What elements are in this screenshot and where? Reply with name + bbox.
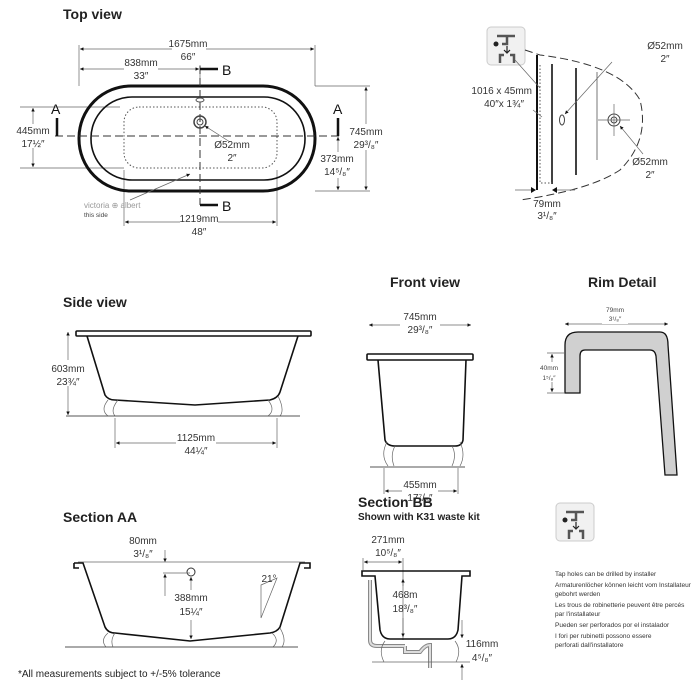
feet-span-in: 44¼″ <box>184 445 207 457</box>
tap-hole-note: Tap holes can be drilled by installer Ar… <box>554 501 692 649</box>
basin-depth-mm: 468m <box>392 590 417 601</box>
top-view-title: Top view <box>63 6 122 22</box>
rim-width-in: 3¹/₈″ <box>609 316 622 323</box>
basin-depth-in: 18³/₈″ <box>393 604 418 615</box>
overflow-diameter-in: 2″ <box>660 54 670 65</box>
inner-length-in: 48″ <box>192 227 207 238</box>
height-in: 23¾″ <box>56 377 79 388</box>
rim-offset-mm: 80mm <box>129 536 157 547</box>
side-view: Side view 603mm 23¾″ 1125mm 44¼″ <box>45 294 312 457</box>
waste-outlet <box>193 115 207 129</box>
tub-outer-rim <box>77 84 317 193</box>
floor-clearance-mm: 116mm <box>466 639 499 650</box>
note-line: Pueden ser perforados por el instalador <box>555 622 670 629</box>
center-offset-mm: 373mm <box>320 154 353 165</box>
width-mm: 745mm <box>349 127 382 138</box>
note-line: I fori per rubinetti possono essere <box>555 633 652 640</box>
center-offset-in: 14⁵/₈″ <box>324 167 350 178</box>
tub-inner-edge <box>90 96 306 181</box>
tub-basin-floor <box>123 106 278 169</box>
waste-diameter-mm: Ø52mm <box>632 157 668 168</box>
waste-diameter-in: 2″ <box>227 153 237 164</box>
rim-width-mm: 79mm <box>606 307 624 314</box>
brand-side-label: this side <box>84 212 108 219</box>
half-length-in: 33″ <box>134 71 149 82</box>
waste-offset-mm: 271mm <box>371 535 404 546</box>
waste-depth-in: 15¼″ <box>179 606 202 618</box>
waste-depth-mm: 388mm <box>174 593 207 604</box>
overflow-hole <box>195 97 205 103</box>
feet-span-in: 17⁷/₈″ <box>407 493 433 504</box>
floor-clearance-in: 4⁵/₈″ <box>472 653 493 664</box>
width-a-in: 17½″ <box>21 139 44 150</box>
width-a-mm: 445mm <box>16 126 49 137</box>
width-mm: 745mm <box>403 312 436 323</box>
feet-span-mm: 1125mm <box>177 433 215 444</box>
note-line: Armaturenlöcher können leicht vom Instal… <box>555 582 692 589</box>
section-bb-title: Section BB <box>358 494 433 510</box>
rim-detail: Rim Detail 79mm 3¹/₈″ 40mm 1⁵/₈″ <box>536 274 678 476</box>
rim-detail-title: Rim Detail <box>588 274 656 290</box>
note-line: perforati dall'installatore <box>555 642 624 649</box>
waste-offset-in: 10⁵/₈″ <box>375 548 401 559</box>
tap-board-mm: 1016 x 45mm <box>471 86 532 97</box>
length-mm: 1675mm <box>169 39 208 50</box>
rim-offset-in: 3¹/₈″ <box>133 549 153 560</box>
front-view: Front view 745mm 29³/₈″ 455mm 17⁷/₈″ <box>366 274 474 504</box>
half-length-mm: 838mm <box>124 58 157 69</box>
section-aa-title: Section AA <box>63 509 137 525</box>
section-aa: Section AA 80mm 3¹/₈″ 388mm 15¼″ 21° <box>63 509 311 648</box>
overflow-hole <box>559 114 565 126</box>
top-view: Top view 1675mm 66″ 838mm 33″ B B A A 44… <box>14 6 386 238</box>
tolerance-footnote: *All measurements subject to +/-5% toler… <box>18 669 221 680</box>
section-bb: Section BB Shown with K31 waste kit 271m… <box>358 494 498 680</box>
section-b-marker: B <box>222 62 231 78</box>
width-in: 29³/₈″ <box>408 325 433 336</box>
section-bb-subtitle: Shown with K31 waste kit <box>358 512 480 523</box>
section-a-marker: A <box>333 101 343 117</box>
wall-angle: 21° <box>261 574 276 585</box>
note-line: gebohrt werden <box>555 591 601 598</box>
section-b-marker: B <box>222 198 231 214</box>
rim-gap-mm: 79mm <box>533 199 561 210</box>
brand-logo: victoria ⊕ albert <box>84 201 141 210</box>
waste-diameter-in: 2″ <box>645 170 655 181</box>
height-mm: 603mm <box>51 364 84 375</box>
rim-height-mm: 40mm <box>540 365 558 372</box>
rim-profile <box>564 331 678 476</box>
note-line: Tap holes can be drilled by installer <box>555 571 657 578</box>
tap-drill-icon <box>485 25 527 67</box>
tap-hole-detail: Ø52mm 2″ 1016 x 45mm 40″x 1¾″ Ø52mm 2″ 7… <box>471 25 683 222</box>
section-a-marker: A <box>51 101 61 117</box>
tap-drill-icon <box>554 501 596 543</box>
note-line: Les trous de robinetterie peuvent être p… <box>555 602 685 609</box>
waste-diameter-mm: Ø52mm <box>214 140 250 151</box>
tap-board-in: 40″x 1¾″ <box>484 99 524 110</box>
rim-height-in: 1⁵/₈″ <box>542 375 556 382</box>
note-line: par l'installateur <box>555 611 601 618</box>
overflow-diameter-mm: Ø52mm <box>647 41 683 52</box>
inner-length-mm: 1219mm <box>180 214 219 225</box>
width-in: 29³/₈″ <box>354 140 379 151</box>
feet-span-mm: 455mm <box>403 480 436 491</box>
side-view-title: Side view <box>63 294 127 310</box>
length-in: 66″ <box>181 52 196 63</box>
front-view-title: Front view <box>390 274 460 290</box>
rim-gap-in: 3¹/₈″ <box>537 211 557 222</box>
